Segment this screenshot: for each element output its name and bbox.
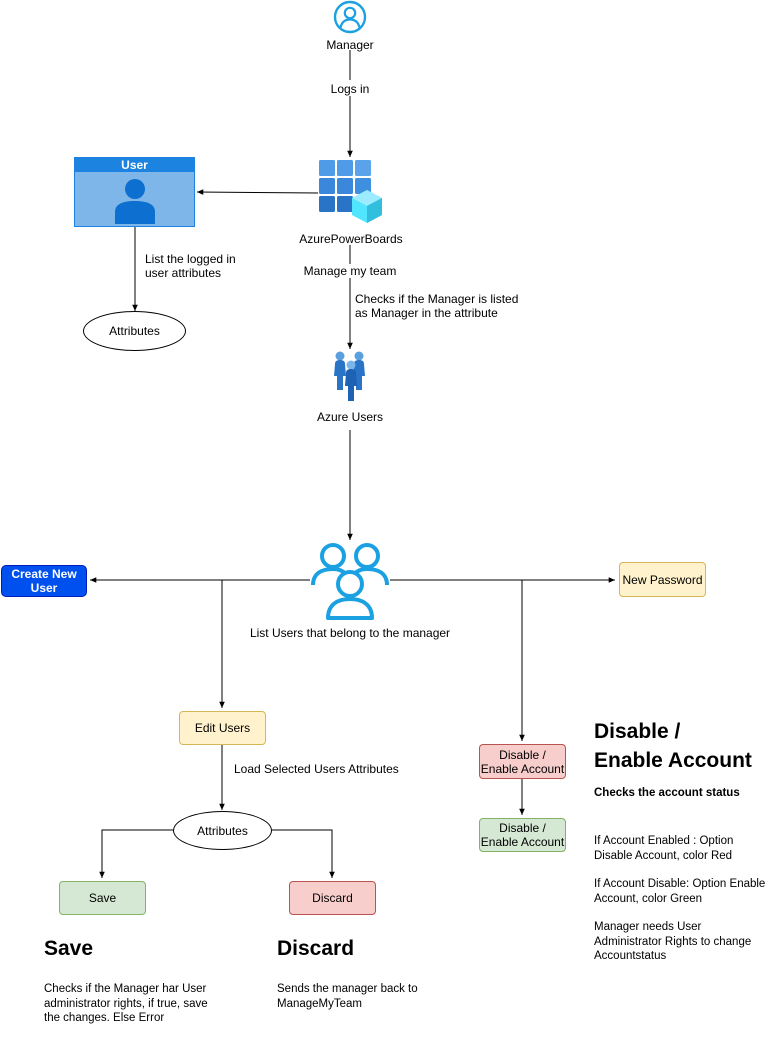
disable-enable-red-button[interactable]: Disable / Enable Account [479,744,566,779]
save-note-text: Checks if the Manager har User administr… [44,983,208,1024]
edge-attributes-to-discard [272,829,335,878]
create-new-user-button[interactable]: Create New User [1,565,87,597]
user-card-icon [115,179,155,224]
disable-note-p2: If Account Disable: Option Enable Accoun… [594,878,766,905]
attributes-bottom-label: Attributes [197,823,248,838]
edge-attributes-to-save [99,829,173,878]
edge-label-manage-my-team: Manage my team [302,264,398,278]
azure-users-label: Azure Users [316,410,384,424]
user-card[interactable]: User [74,157,195,227]
edge-label-load-selected: Load Selected Users Attributes [234,762,399,776]
discard-button[interactable]: Discard [289,881,376,915]
disable-note-p3: Manager needs User Administrator Rights … [594,921,752,962]
disable-enable-green-button[interactable]: Disable / Enable Account [479,818,566,852]
edge-label-logs-in: Logs in [315,82,385,96]
discard-note-text: Sends the manager back to ManageMyTeam [277,983,418,1010]
attributes-ellipse-top[interactable]: Attributes [83,311,186,351]
disable-note-title: Disable / Enable Account [594,720,752,772]
manager-label: Manager [326,38,374,52]
user-card-title: User [75,158,194,172]
azure-grid-icon[interactable] [318,159,384,225]
discard-note-title: Discard [277,937,355,960]
edit-users-button[interactable]: Edit Users [179,711,266,745]
edge-label-checks-manager: Checks if the Manager is listed as Manag… [355,292,519,320]
azure-users-icon[interactable] [332,350,368,402]
save-button[interactable]: Save [59,881,146,915]
new-password-button[interactable]: New Password [619,562,706,597]
disable-note-subtitle: Checks the account status [594,787,740,799]
disable-note-p1: If Account Enabled : Option Disable Acco… [594,835,734,862]
edge-boards-to-user [196,189,319,195]
edge-label-list-logged-in: List the logged in user attributes [145,252,236,280]
users-group-label: List Users that belong to the manager [249,626,451,640]
attributes-top-label: Attributes [109,324,160,338]
attributes-ellipse-bottom[interactable]: Attributes [173,811,272,850]
azure-power-boards-label: AzurePowerBoards [299,232,403,246]
users-group-icon[interactable] [310,541,390,621]
person-circle-icon [333,0,367,34]
save-note-title: Save [44,937,94,960]
